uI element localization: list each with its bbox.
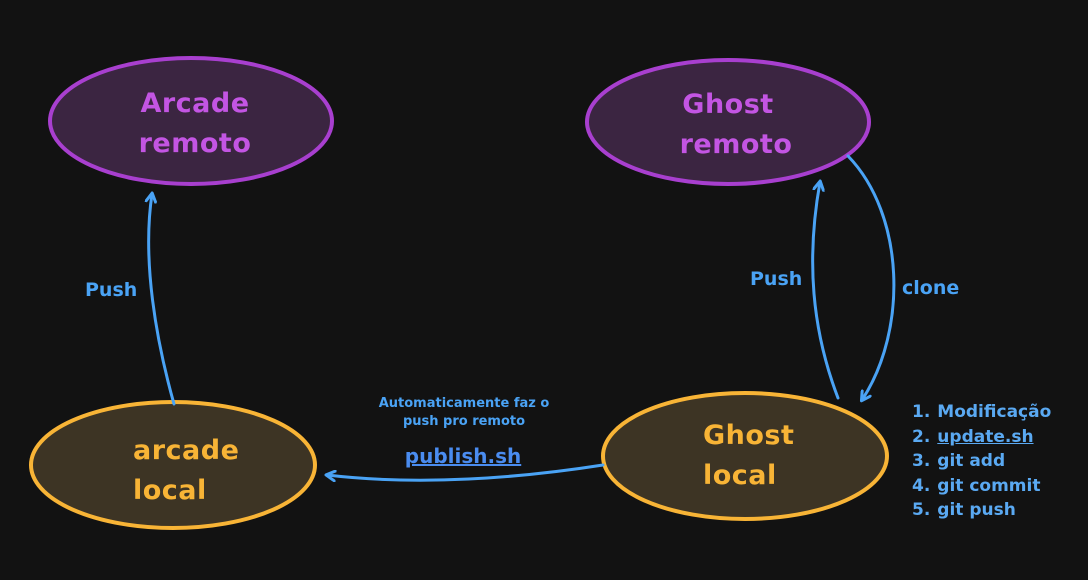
arcade-local-label-line1: arcade bbox=[133, 435, 239, 466]
step-item: 1. Modificação bbox=[912, 400, 1051, 425]
step-update-script-link[interactable]: update.sh bbox=[937, 426, 1034, 447]
step-item: 4. git commit bbox=[912, 474, 1051, 499]
step-number: 3. bbox=[912, 451, 931, 471]
arrow-ghost-clone bbox=[846, 154, 896, 400]
arcade-remote-ellipse bbox=[48, 56, 334, 186]
label-ghost-clone: clone bbox=[902, 277, 959, 299]
arrow-arcade-push bbox=[149, 194, 176, 406]
arcade-remote-label-line2: remoto bbox=[139, 128, 252, 159]
ghost-local-steps-list: 1. Modificação 2. update.sh 3. git add 4. git c… bbox=[912, 400, 1051, 523]
label-arcade-push: Push bbox=[85, 279, 137, 301]
step-number: 2. bbox=[912, 426, 931, 447]
ghost-remote-label-line2: remoto bbox=[680, 129, 793, 160]
label-ghost-push: Push bbox=[750, 268, 802, 290]
ghost-local-label-line2: local bbox=[703, 460, 777, 491]
ghost-local-label-line1: Ghost bbox=[703, 420, 794, 451]
step-number: 4. bbox=[912, 475, 931, 496]
publish-note-line1: Automaticamente faz o bbox=[379, 396, 550, 411]
step-item: 2. update.sh bbox=[912, 425, 1051, 450]
node-ghost-local[interactable]: Ghost local bbox=[601, 391, 889, 521]
step-text: Modificação bbox=[937, 402, 1052, 422]
step-text: git add bbox=[937, 451, 1006, 471]
step-item: 3. git add bbox=[912, 449, 1051, 474]
ghost-local-ellipse bbox=[601, 391, 889, 521]
node-arcade-local[interactable]: arcade local bbox=[29, 400, 317, 530]
ghost-remote-label-line1: Ghost bbox=[682, 89, 773, 120]
step-number: 5. bbox=[912, 500, 931, 520]
arrow-ghost-push bbox=[811, 182, 840, 400]
node-arcade-remote[interactable]: Arcade remoto bbox=[48, 56, 334, 186]
step-text: git commit bbox=[937, 475, 1041, 496]
ghost-remote-ellipse bbox=[585, 58, 871, 186]
arcade-local-label-line2: local bbox=[133, 475, 207, 506]
publish-script-link[interactable]: publish.sh bbox=[405, 444, 521, 468]
node-ghost-remote[interactable]: Ghost remoto bbox=[585, 58, 871, 186]
step-number: 1. bbox=[912, 402, 931, 422]
step-text: git push bbox=[937, 500, 1016, 520]
step-item: 5. git push bbox=[912, 498, 1051, 523]
arrow-publish bbox=[327, 463, 605, 480]
arcade-remote-label-line1: Arcade bbox=[140, 88, 249, 119]
publish-note-line2: push pro remoto bbox=[403, 414, 525, 429]
